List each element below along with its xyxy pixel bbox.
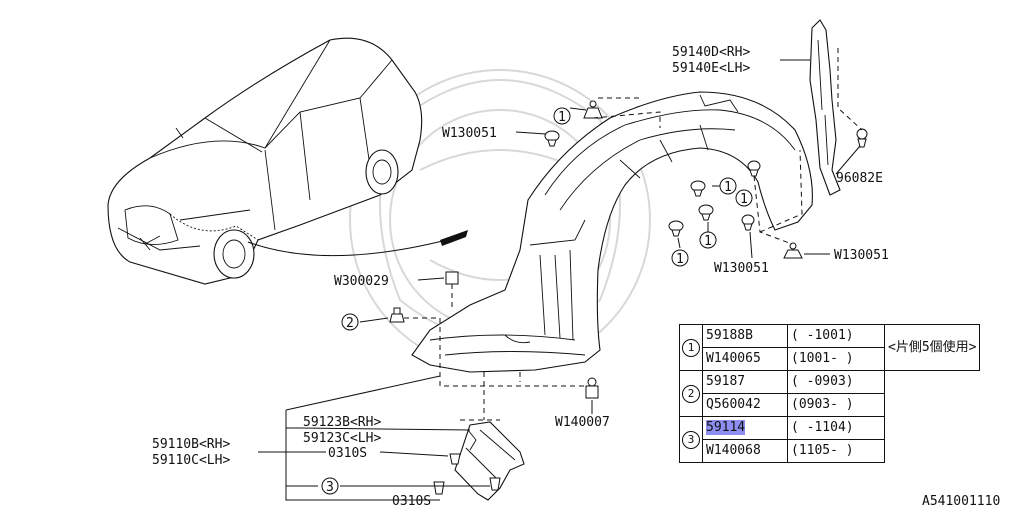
label-59123b-rh: 59123B<RH> — [303, 415, 381, 430]
car-pointer-arrow — [440, 230, 468, 246]
clip-right-1 — [747, 160, 761, 177]
clip-right-4 — [668, 220, 684, 237]
splash-strip — [809, 19, 841, 196]
clip-w130051-top — [544, 130, 560, 147]
diagram-reference-code: A541001110 — [922, 494, 1001, 509]
label-96082e: 96082E — [836, 171, 883, 186]
part-number-cell-selected[interactable]: 59114 — [702, 416, 788, 440]
label-59140e-lh: 59140E<LH> — [672, 61, 750, 76]
callouts: 1 1 1 1 1 2 3 — [321, 107, 753, 495]
screw-w140007 — [585, 377, 599, 399]
group-number: 1 — [682, 338, 700, 357]
callout-1-right-b: 1 — [740, 192, 748, 207]
car-illustration — [107, 37, 423, 285]
date-range-cell: ( -1104) — [787, 416, 885, 440]
leader-lines — [258, 59, 861, 501]
callout-1-low: 1 — [676, 252, 684, 267]
callout-1-right-a: 1 — [724, 180, 732, 195]
group-number-cell: 1 — [679, 324, 703, 371]
group-number-cell: 2 — [679, 370, 703, 417]
table-row: W140068 (1105- ) — [680, 439, 980, 463]
label-w140007: W140007 — [555, 415, 610, 430]
label-w130051-right: W130051 — [834, 248, 889, 263]
screw-0310s-b — [433, 481, 445, 495]
label-0310s-b: 0310S — [392, 494, 431, 509]
label-w130051-top: W130051 — [442, 126, 497, 141]
label-0310s-a: 0310S — [328, 446, 367, 461]
callout-3: 3 — [326, 480, 334, 495]
label-59123c-lh: 59123C<LH> — [303, 431, 381, 446]
part-number-cell[interactable]: Q560042 — [702, 393, 788, 417]
date-range-cell: (1105- ) — [787, 439, 885, 463]
selected-part-highlight[interactable]: 59114 — [706, 420, 746, 435]
clip-right-2 — [690, 180, 706, 197]
table-row: 3 59114 ( -1104) — [679, 416, 980, 463]
fasteners — [389, 100, 868, 495]
date-range-cell: ( -1001) — [787, 324, 885, 348]
group-number: 2 — [682, 384, 700, 403]
date-range-cell: (1001- ) — [787, 347, 885, 371]
clip-w130051-right — [783, 242, 803, 259]
part-number-cell[interactable]: W140068 — [702, 439, 788, 463]
screw-96082e — [856, 128, 868, 148]
label-59110c-lh: 59110C<LH> — [152, 453, 230, 468]
screw-callout-2 — [389, 307, 405, 323]
table-row: 2 59187 ( -0903) — [679, 370, 980, 417]
assembly-lines — [404, 48, 863, 421]
label-w300029: W300029 — [334, 274, 389, 289]
callout-2: 2 — [346, 316, 354, 331]
part-number-cell[interactable]: 59187 — [702, 370, 788, 394]
label-59140d-rh: 59140D<RH> — [672, 45, 750, 60]
group-number-cell: 3 — [679, 416, 703, 463]
label-w130051-bottom: W130051 — [714, 261, 769, 276]
callout-1-mid: 1 — [704, 234, 712, 249]
mud-flap — [454, 421, 525, 501]
table-row: 1 59188B ( -1001) <片側5個使用> — [679, 324, 981, 371]
part-number-cell[interactable]: 59188B — [702, 324, 788, 348]
table-row: Q560042 (0903- ) — [680, 393, 980, 417]
screw-callout-3 — [489, 477, 501, 491]
group-number: 3 — [682, 430, 700, 449]
fender-liner — [411, 91, 813, 373]
screw-0310s-a — [449, 453, 461, 465]
date-range-cell: ( -0903) — [787, 370, 885, 394]
usage-note-cell: <片側5個使用> — [883, 324, 981, 371]
label-59110b-rh: 59110B<RH> — [152, 437, 230, 452]
clip-w130051-bottom — [741, 214, 755, 231]
clip-top — [583, 100, 603, 119]
date-range-cell: (0903- ) — [787, 393, 885, 417]
nut-w300029 — [445, 271, 459, 285]
parts-table: 1 59188B ( -1001) <片側5個使用> W140065 (1001… — [679, 324, 981, 463]
clip-right-3 — [698, 204, 714, 221]
car-pointer-line — [247, 235, 463, 257]
callout-1-top: 1 — [558, 110, 566, 125]
part-number-cell[interactable]: W140065 — [702, 347, 788, 371]
